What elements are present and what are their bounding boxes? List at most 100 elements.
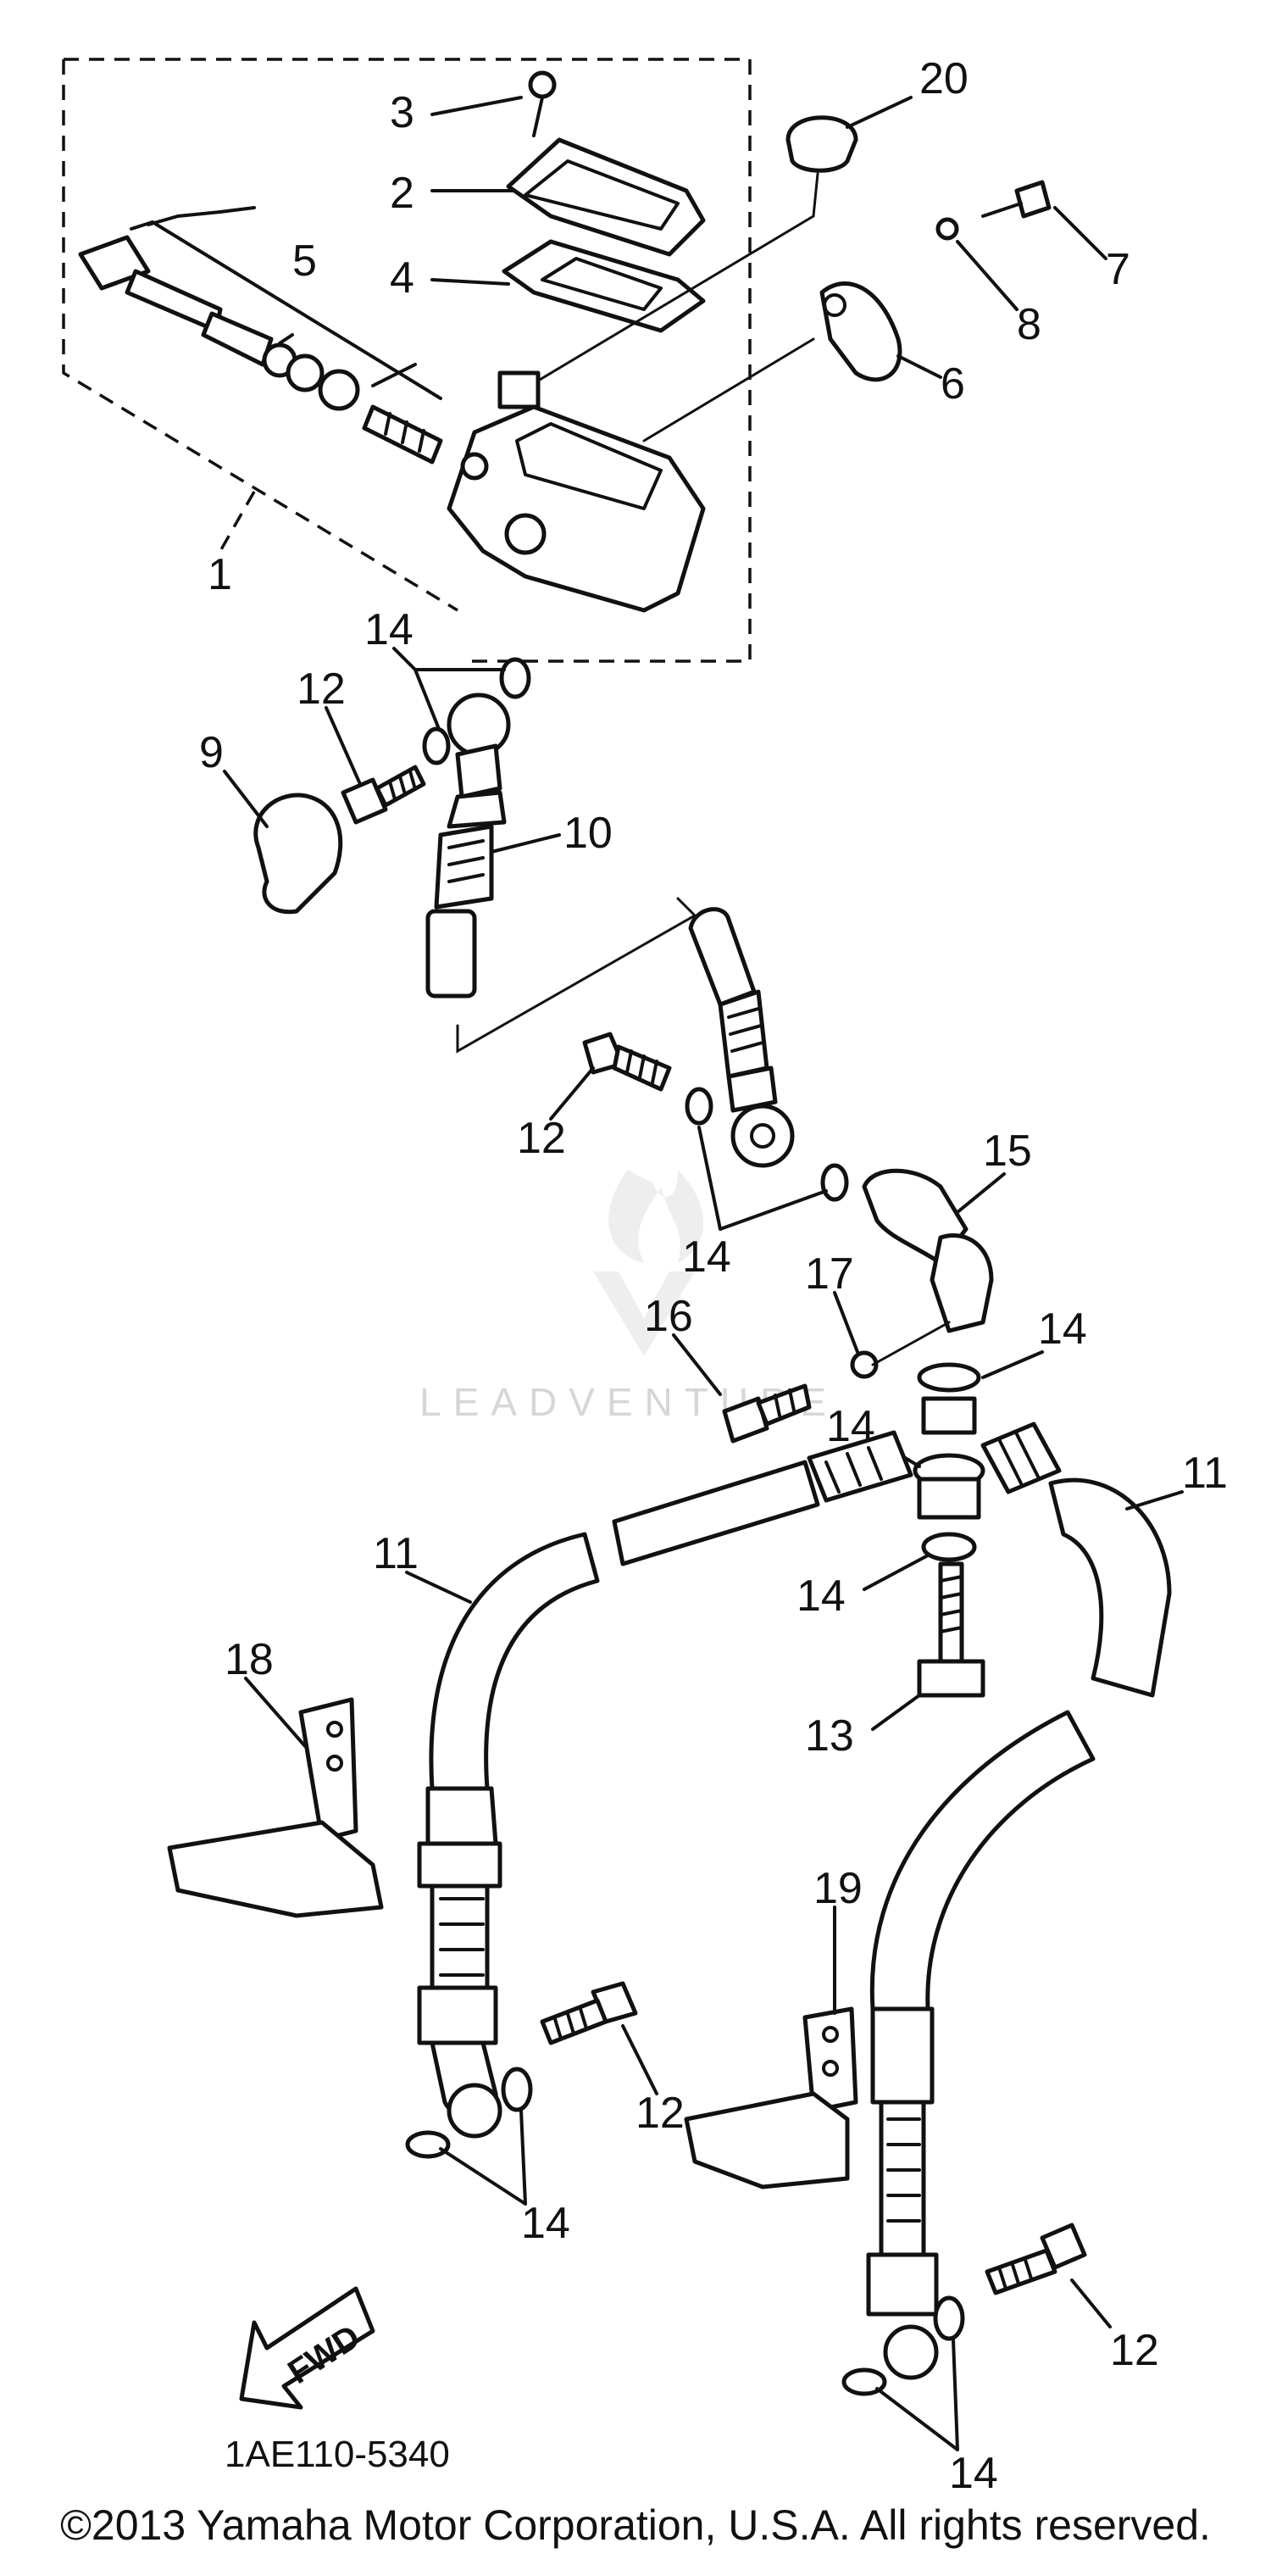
label-14a: 14 xyxy=(364,605,413,654)
screw-3 xyxy=(528,70,557,137)
leader-14f xyxy=(439,2109,527,2206)
label-14b: 14 xyxy=(682,1232,731,1282)
label-18: 18 xyxy=(225,1635,274,1684)
label-12b: 12 xyxy=(517,1114,566,1163)
label-14f: 14 xyxy=(521,2199,570,2248)
leader-10 xyxy=(490,833,561,854)
bolt-16 xyxy=(722,1383,812,1444)
boot-9 xyxy=(253,793,343,915)
washer-14b xyxy=(685,1087,713,1126)
master-cylinder-body-1 xyxy=(447,370,706,613)
label-15: 15 xyxy=(983,1127,1032,1176)
label-10: 10 xyxy=(563,809,613,858)
label-5: 5 xyxy=(292,236,317,286)
clamp-link xyxy=(642,337,815,442)
leader-9 xyxy=(223,770,269,828)
leader-12d xyxy=(1070,2278,1112,2328)
leader-14e xyxy=(863,1554,930,1591)
cap-20 xyxy=(785,115,858,173)
label-3: 3 xyxy=(390,88,414,137)
three-way-joint xyxy=(913,1362,985,1562)
leader-1 xyxy=(219,491,256,552)
clamp-6 xyxy=(819,281,902,382)
leader-6 xyxy=(896,354,942,379)
leader-13 xyxy=(871,1694,921,1731)
bracket-19 xyxy=(684,2006,858,2189)
label-11a: 11 xyxy=(373,1529,419,1578)
washer-17 xyxy=(850,1350,879,1379)
leader-14g xyxy=(875,2338,959,2451)
piston-kit-5 xyxy=(78,235,443,465)
label-13: 13 xyxy=(805,1711,854,1761)
joint-15 xyxy=(862,1168,994,1333)
leader-20 xyxy=(846,96,913,129)
brake-hose-11-right xyxy=(866,1422,1172,2380)
label-12d: 12 xyxy=(1110,2326,1159,2375)
bolt-7 xyxy=(981,180,1052,219)
washer-14g xyxy=(841,2367,887,2396)
brake-hose-10 xyxy=(425,693,511,999)
leader-16 xyxy=(672,1333,722,1396)
label-8: 8 xyxy=(1017,300,1041,349)
washer-8 xyxy=(935,217,959,241)
label-14d: 14 xyxy=(826,1402,875,1451)
leader-4 xyxy=(430,278,510,286)
leader-11b xyxy=(1125,1490,1184,1511)
label-14e: 14 xyxy=(796,1572,846,1621)
watermark-logo xyxy=(593,1170,703,1356)
label-14g: 14 xyxy=(949,2449,998,2498)
label-4: 4 xyxy=(390,253,414,303)
leader-3 xyxy=(430,96,523,116)
union-bolt-12c xyxy=(540,1981,638,2045)
label-9: 9 xyxy=(199,728,224,777)
copyright-notice: ©2013 Yamaha Motor Corporation, U.S.A. A… xyxy=(60,2501,1211,2549)
leader-15 xyxy=(956,1172,1006,1214)
diaphragm-4 xyxy=(502,239,706,333)
leader-5 xyxy=(130,206,442,400)
label-11b: 11 xyxy=(1182,1449,1228,1498)
diagram-code: 1AE110-5340 xyxy=(225,2434,450,2475)
washer-14g2 xyxy=(933,2295,965,2341)
label-12c: 12 xyxy=(636,2089,685,2138)
label-17: 17 xyxy=(805,1249,854,1299)
leader-12c xyxy=(621,2024,658,2095)
leader-14a xyxy=(392,647,506,731)
label-16: 16 xyxy=(644,1292,693,1341)
leader-14b xyxy=(697,1126,828,1231)
leader-18 xyxy=(244,1677,307,1748)
label-1: 1 xyxy=(208,550,232,599)
label-20: 20 xyxy=(919,54,969,103)
washer-14f xyxy=(405,2130,451,2159)
label-12a: 12 xyxy=(297,665,346,714)
leader-8 xyxy=(956,240,1018,311)
washer-14b2 xyxy=(820,1163,849,1202)
leader-20-b xyxy=(812,172,819,218)
label-7: 7 xyxy=(1106,245,1130,294)
leader-7 xyxy=(1053,206,1107,260)
reservoir-cap-2 xyxy=(506,137,706,257)
label-6: 6 xyxy=(941,359,965,409)
washer-14a2 xyxy=(499,657,531,699)
brake-hose-10-cont xyxy=(688,907,795,1168)
union-bolt-12d xyxy=(985,2223,1087,2295)
label-19: 19 xyxy=(813,1864,863,1913)
bracket-18 xyxy=(167,1697,384,1918)
leader-14c xyxy=(981,1350,1044,1379)
union-bolt-12b xyxy=(582,1032,672,1092)
leader-17 xyxy=(833,1291,859,1354)
label-2: 2 xyxy=(390,169,414,218)
leader-11a xyxy=(405,1571,472,1604)
label-14c: 14 xyxy=(1038,1305,1087,1354)
washer-14f2 xyxy=(501,2067,533,2112)
leader-17-b xyxy=(871,1321,951,1366)
union-bolt-13 xyxy=(917,1561,985,1698)
leader-12a xyxy=(325,706,362,786)
union-bolt-12a xyxy=(341,765,426,825)
leader-20-c xyxy=(507,214,815,400)
leader-12b xyxy=(549,1066,595,1121)
hose-link xyxy=(456,897,697,1054)
fwd-arrow-icon xyxy=(239,2286,375,2410)
assembly-outline-1 xyxy=(62,58,752,663)
brake-hose-11-left xyxy=(417,1430,913,2139)
